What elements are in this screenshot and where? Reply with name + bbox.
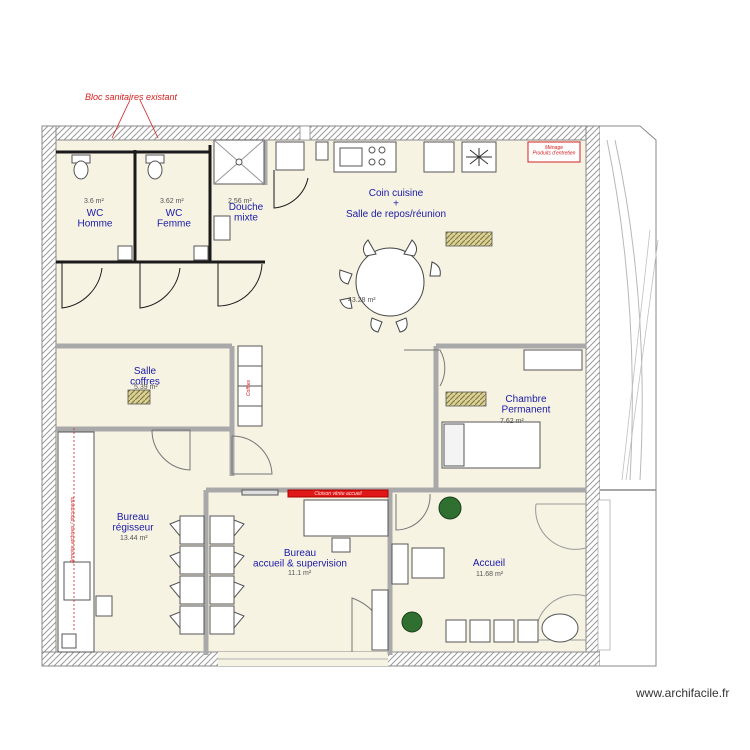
accueil-label: Accueil [473, 558, 505, 569]
supervision-furniture [241, 489, 389, 651]
annotation-arrows [73, 99, 159, 630]
supervision-area: 11.1 m² [288, 570, 312, 577]
accueil-area: 11.68 m² [476, 571, 504, 578]
safes-cabinet [237, 345, 263, 427]
coffres-red-label: Coffres [246, 379, 252, 396]
regisseur-furniture [57, 431, 245, 653]
annotation-bloc-sanitaires: Bloc sanitaires existant [85, 92, 178, 102]
sanitary-fixtures [71, 139, 305, 261]
douche-area: 2.56 m² [228, 198, 252, 205]
sanitary-walls [56, 145, 265, 264]
wc-homme-area: 3.6 m² [84, 198, 105, 205]
supervision-red-label: Cloison vitrée accueil [314, 491, 362, 497]
bedroom-furniture [441, 349, 583, 469]
right-annex [597, 125, 659, 667]
reception-furniture [391, 496, 579, 643]
exterior-walls [41, 125, 601, 667]
regisseur-area: 13.44 m² [120, 535, 148, 542]
cuisine-area: 43.28 m² [348, 297, 376, 304]
cuisine-label: Coin cuisine+Salle de repos/réunion [346, 188, 446, 220]
coffres-area: 5.39 m² [134, 384, 158, 391]
meeting-table [339, 239, 441, 333]
kitchen-counter [315, 141, 581, 173]
storage-blocks [127, 231, 493, 407]
archifacile-watermark: www.archifacile.fr [636, 686, 730, 700]
wc-femme-area: 3.62 m² [160, 198, 184, 205]
chambre-area: 7.62 m² [500, 418, 524, 425]
archives-red-label: Armoire archives / documents [70, 496, 76, 564]
